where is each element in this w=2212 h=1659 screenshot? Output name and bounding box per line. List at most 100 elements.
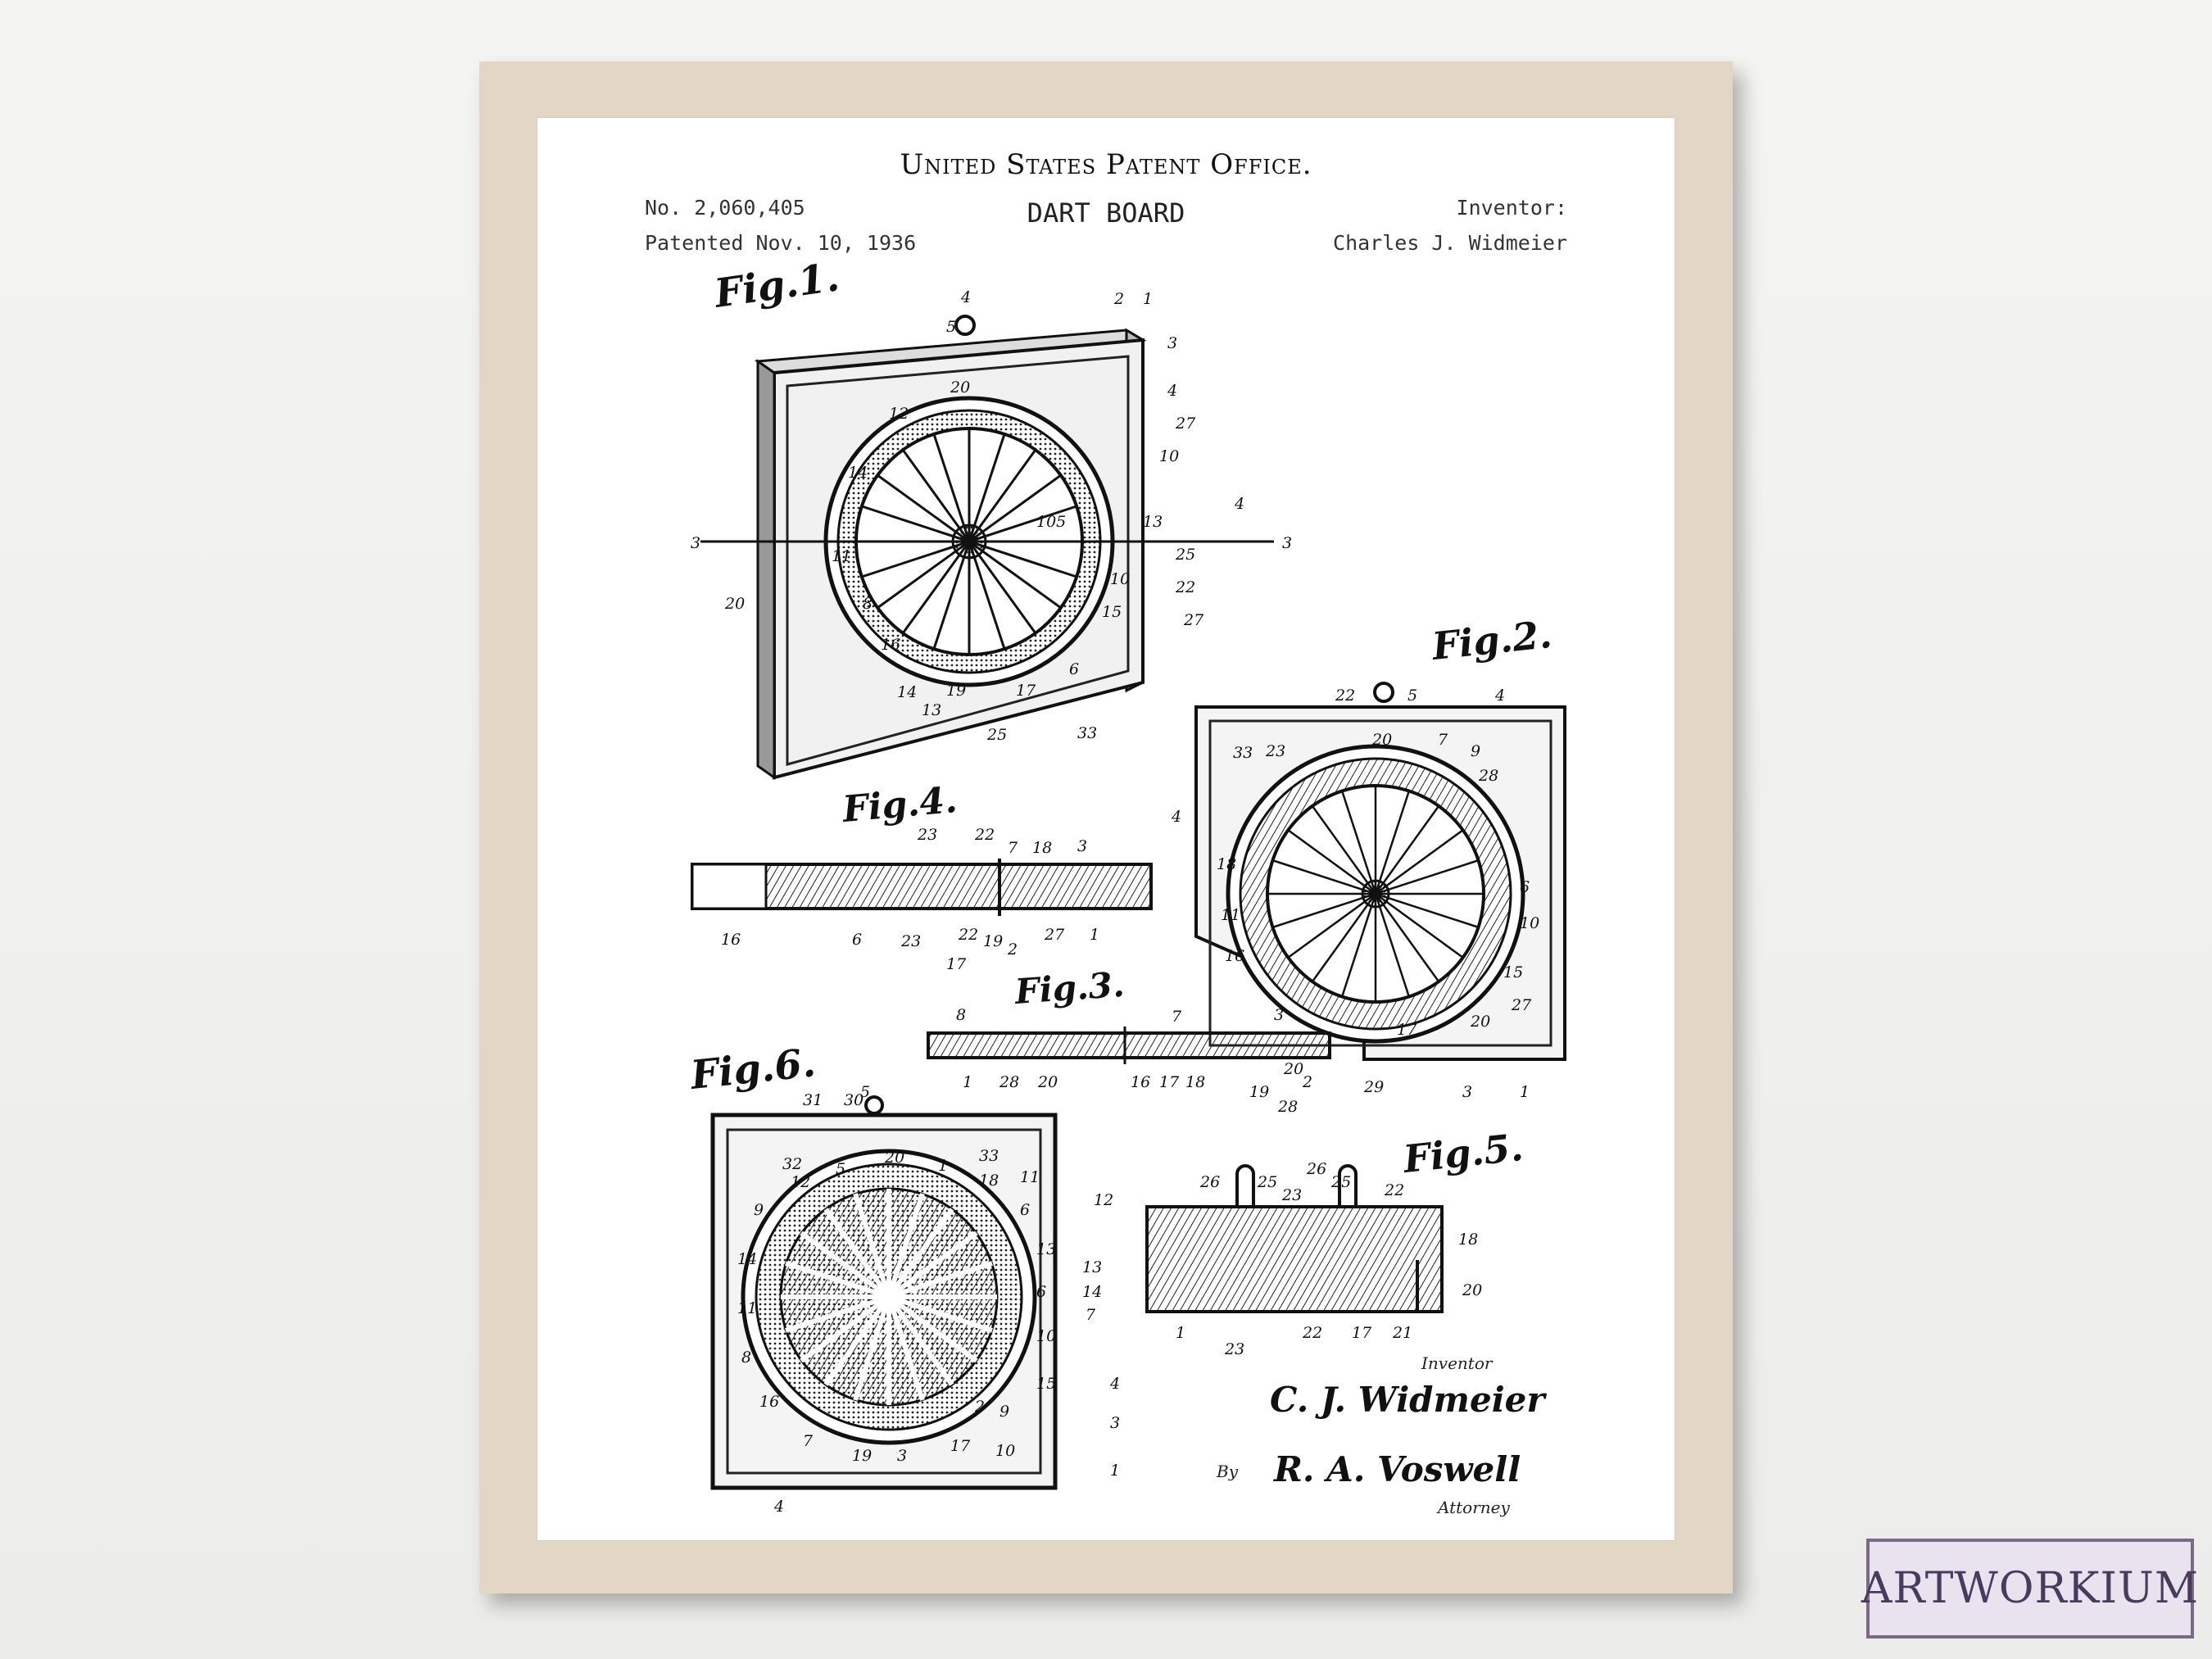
svg-text:1: 1 bbox=[1520, 1083, 1530, 1101]
logo-text: ARTWORKIUM bbox=[1861, 1564, 2200, 1613]
svg-text:20: 20 bbox=[724, 595, 745, 613]
inventor-label: Inventor: bbox=[1456, 196, 1567, 220]
svg-text:4: 4 bbox=[1171, 808, 1181, 826]
svg-text:17: 17 bbox=[946, 955, 967, 973]
svg-text:21: 21 bbox=[1392, 1324, 1412, 1342]
svg-text:23: 23 bbox=[1281, 1186, 1302, 1204]
svg-text:20: 20 bbox=[1462, 1281, 1482, 1299]
svg-text:15: 15 bbox=[1102, 603, 1122, 621]
svg-text:10: 10 bbox=[1036, 1327, 1056, 1345]
svg-text:10: 10 bbox=[1159, 447, 1179, 465]
svg-text:25: 25 bbox=[986, 726, 1007, 744]
svg-text:28: 28 bbox=[999, 1073, 1019, 1091]
svg-text:1: 1 bbox=[963, 1073, 972, 1091]
svg-text:23: 23 bbox=[917, 826, 937, 844]
svg-text:6: 6 bbox=[1020, 1201, 1030, 1219]
svg-text:20: 20 bbox=[950, 378, 970, 397]
svg-text:31: 31 bbox=[803, 1091, 823, 1109]
svg-text:17: 17 bbox=[1016, 682, 1036, 700]
svg-text:33: 33 bbox=[1233, 744, 1253, 762]
svg-text:1: 1 bbox=[1176, 1324, 1185, 1342]
svg-text:10: 10 bbox=[1520, 914, 1539, 932]
patent-date: Patented Nov. 10, 1936 bbox=[645, 231, 917, 255]
svg-text:19: 19 bbox=[1249, 1083, 1269, 1101]
svg-text:19: 19 bbox=[852, 1447, 872, 1465]
svg-text:23: 23 bbox=[1224, 1340, 1244, 1358]
by-label: By bbox=[1216, 1462, 1239, 1481]
svg-text:20: 20 bbox=[1037, 1073, 1058, 1091]
svg-text:17: 17 bbox=[950, 1437, 971, 1455]
fig6-label: Fig.6. bbox=[687, 1040, 818, 1099]
svg-text:3: 3 bbox=[1282, 534, 1292, 552]
svg-text:6: 6 bbox=[1036, 1283, 1046, 1301]
svg-text:2: 2 bbox=[1113, 290, 1124, 308]
svg-text:11: 11 bbox=[1221, 906, 1240, 924]
svg-text:27: 27 bbox=[1511, 996, 1532, 1014]
svg-text:28: 28 bbox=[1478, 767, 1498, 785]
svg-text:22: 22 bbox=[974, 826, 995, 844]
svg-text:15: 15 bbox=[1036, 1375, 1056, 1393]
svg-text:9: 9 bbox=[999, 1403, 1009, 1421]
svg-text:4: 4 bbox=[1167, 382, 1177, 400]
svg-text:18: 18 bbox=[1185, 1073, 1205, 1091]
svg-text:16: 16 bbox=[759, 1393, 779, 1411]
svg-text:11: 11 bbox=[737, 1299, 757, 1317]
svg-text:25: 25 bbox=[1330, 1173, 1351, 1191]
svg-text:1: 1 bbox=[1110, 1462, 1120, 1480]
svg-text:5: 5 bbox=[946, 318, 956, 336]
svg-text:25: 25 bbox=[1175, 546, 1195, 564]
svg-text:3: 3 bbox=[897, 1447, 907, 1465]
artworkium-logo: ARTWORKIUM bbox=[1861, 1539, 2198, 1639]
inventor-signature: C. J. Widmeier bbox=[1270, 1380, 1547, 1420]
svg-text:11: 11 bbox=[832, 547, 851, 565]
svg-text:7: 7 bbox=[1008, 839, 1018, 857]
svg-text:13: 13 bbox=[1082, 1258, 1102, 1276]
svg-text:22: 22 bbox=[1384, 1181, 1404, 1199]
svg-text:4: 4 bbox=[773, 1498, 784, 1516]
svg-text:32: 32 bbox=[782, 1155, 802, 1173]
svg-text:22: 22 bbox=[1335, 687, 1355, 705]
svg-text:25: 25 bbox=[1257, 1173, 1277, 1191]
svg-text:6: 6 bbox=[852, 931, 862, 949]
svg-text:19: 19 bbox=[946, 682, 966, 700]
fig1-label: Fig.1. bbox=[710, 254, 842, 317]
svg-text:8: 8 bbox=[741, 1349, 751, 1367]
svg-text:33: 33 bbox=[1077, 724, 1097, 742]
svg-text:2: 2 bbox=[1302, 1073, 1312, 1091]
svg-text:14: 14 bbox=[848, 464, 868, 482]
svg-text:33: 33 bbox=[979, 1147, 999, 1165]
fig5-label: Fig.5. bbox=[1400, 1125, 1525, 1181]
svg-text:1: 1 bbox=[938, 1157, 948, 1175]
fig4-label: Fig.4. bbox=[840, 779, 959, 831]
svg-text:4: 4 bbox=[1494, 687, 1505, 705]
svg-text:20: 20 bbox=[884, 1149, 904, 1167]
inventor-name: Charles J. Widmeier bbox=[1333, 231, 1567, 255]
svg-text:16: 16 bbox=[1131, 1073, 1150, 1091]
svg-text:27: 27 bbox=[1044, 926, 1065, 944]
svg-text:17: 17 bbox=[1352, 1324, 1372, 1342]
svg-text:13: 13 bbox=[1036, 1240, 1056, 1258]
svg-text:7: 7 bbox=[1172, 1008, 1182, 1026]
svg-text:4: 4 bbox=[1109, 1375, 1120, 1393]
svg-text:1: 1 bbox=[1143, 290, 1153, 308]
svg-text:6: 6 bbox=[1520, 878, 1530, 896]
svg-text:5: 5 bbox=[860, 1083, 870, 1101]
svg-text:18: 18 bbox=[1217, 855, 1236, 873]
svg-text:6: 6 bbox=[1069, 660, 1079, 678]
svg-text:12: 12 bbox=[791, 1173, 810, 1191]
svg-text:27: 27 bbox=[1183, 611, 1204, 629]
svg-text:11: 11 bbox=[1020, 1168, 1040, 1186]
svg-text:7: 7 bbox=[1086, 1306, 1096, 1324]
svg-text:9: 9 bbox=[754, 1201, 764, 1219]
svg-text:17: 17 bbox=[1159, 1073, 1180, 1091]
svg-text:9: 9 bbox=[1471, 742, 1480, 760]
svg-text:28: 28 bbox=[1277, 1098, 1298, 1116]
fig3-label: Fig.3. bbox=[1013, 964, 1126, 1012]
svg-text:16: 16 bbox=[881, 636, 900, 654]
svg-text:29: 29 bbox=[1363, 1078, 1384, 1096]
svg-text:2: 2 bbox=[974, 1398, 985, 1416]
svg-text:3: 3 bbox=[1077, 837, 1087, 855]
